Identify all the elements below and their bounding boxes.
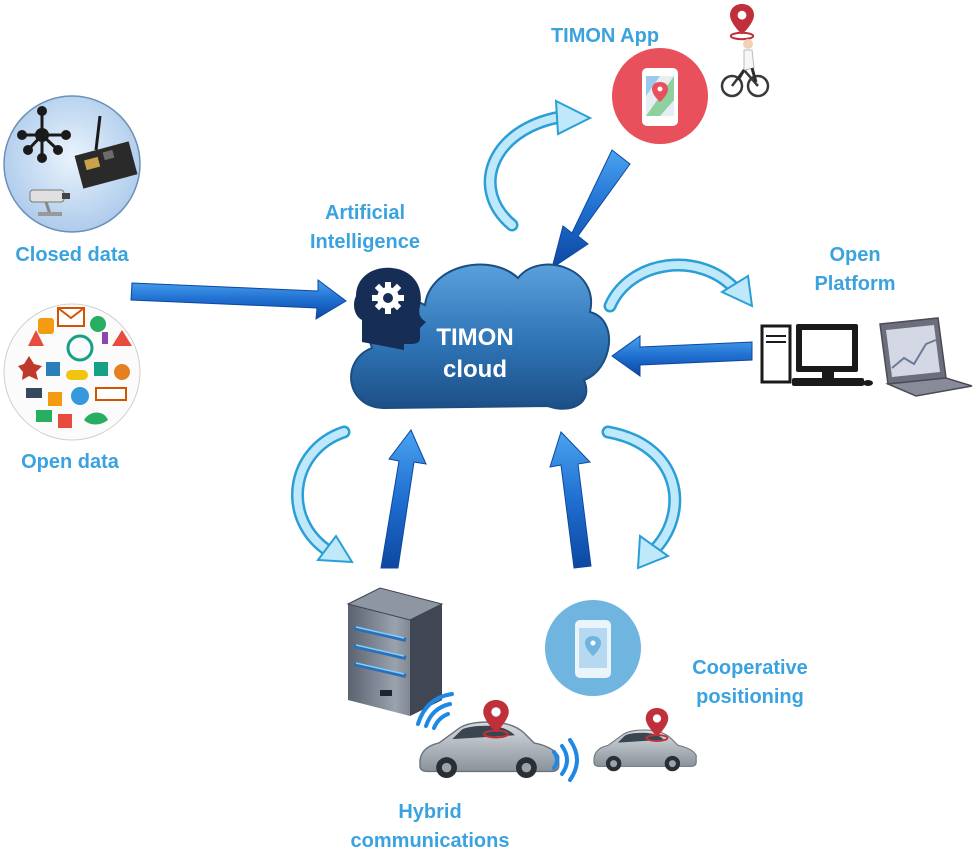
open-data-circle [3, 303, 141, 441]
desktop-computer-icon [760, 324, 873, 386]
app-circle [612, 48, 708, 144]
positioning-phone-circle [545, 600, 641, 696]
closed-data-circle [3, 95, 141, 233]
arrow-positioning-to-cloud [549, 431, 592, 569]
arrow-server-to-cloud [380, 429, 427, 569]
timon-cloud [350, 263, 611, 410]
timon-app-label: TIMON App [550, 25, 660, 47]
iot-sensor-icon [74, 115, 138, 189]
curved-arrow-cloud-to-platform [603, 258, 754, 313]
open-data-label: Open data [21, 451, 119, 473]
car-right [593, 707, 697, 772]
server-icon [346, 587, 444, 716]
arrow-app-to-cloud [551, 149, 631, 270]
curved-arrow-cloud-to-app [483, 99, 593, 232]
curved-arrow-cloud-to-server [291, 425, 354, 564]
open-data-icons [18, 307, 132, 428]
security-camera-icon [29, 189, 70, 216]
closed-data-label: Closed data [15, 244, 129, 266]
laptop-icon [879, 317, 973, 397]
car-left [419, 698, 560, 779]
ai-head-icon [354, 267, 426, 350]
curved-arrow-cloud-to-positioning [601, 425, 682, 570]
wireless-icon-middle [552, 738, 579, 782]
arrow-platform-to-cloud [611, 335, 753, 377]
cyclist-icon [720, 2, 770, 98]
wireless-icon-left [416, 692, 454, 730]
arrow-closed-data-to-cloud [130, 279, 347, 320]
